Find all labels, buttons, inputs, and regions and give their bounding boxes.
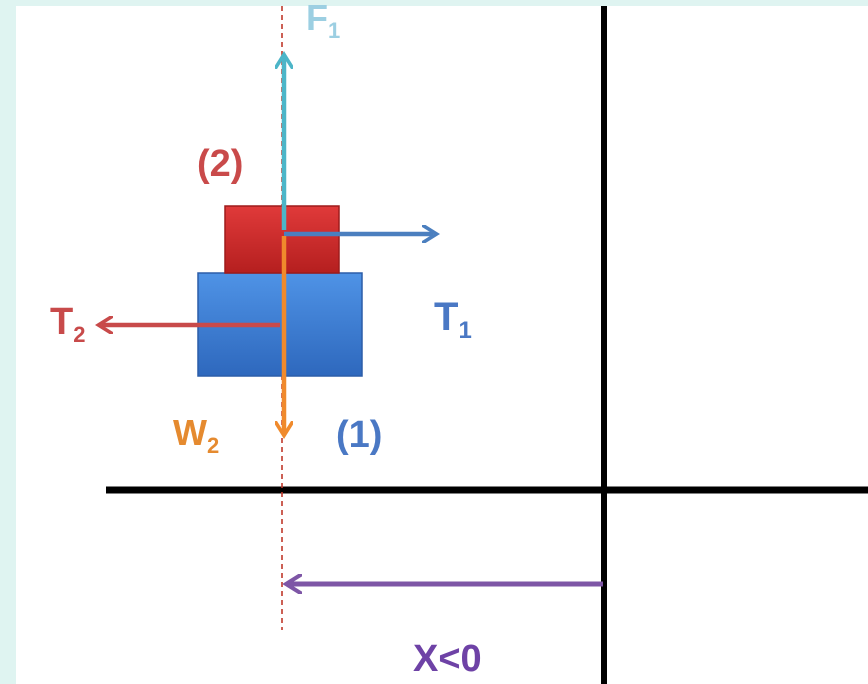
t2-label: T2: [50, 301, 85, 347]
w2-label: W2: [173, 412, 219, 458]
diagram-panel: [16, 6, 868, 684]
x-condition-label: X<0: [413, 638, 482, 680]
t1-label: T1: [434, 295, 472, 344]
f1-label: F1: [306, 0, 340, 43]
block-bottom-label: (1): [336, 414, 382, 456]
block-top-label: (2): [197, 143, 243, 185]
